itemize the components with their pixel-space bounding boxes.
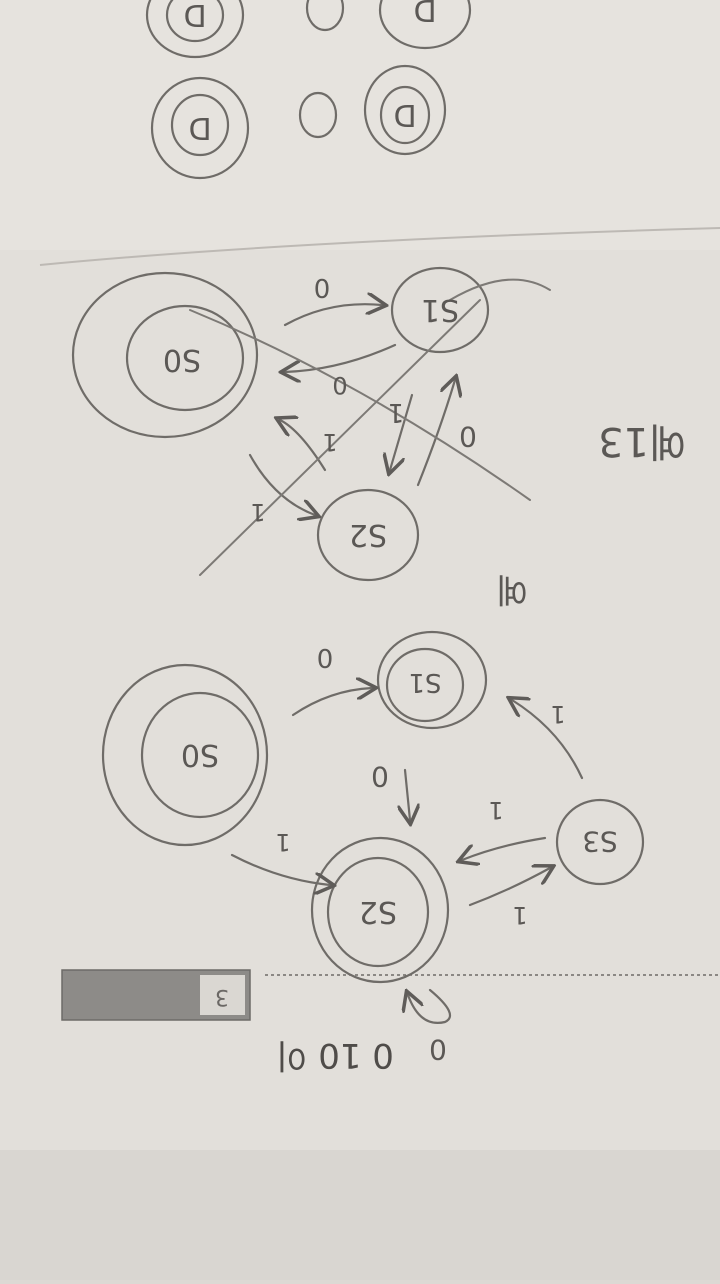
lower-diagram <box>101 630 645 1024</box>
state-s1-circle <box>390 266 490 354</box>
state-s1-circle <box>385 647 465 723</box>
upper-diagram <box>71 266 551 582</box>
state-s3-circle <box>555 798 645 886</box>
edge-s1-s2 <box>390 393 414 470</box>
edge-s0-s1 <box>291 688 372 717</box>
lower-edge-label-3: 1 <box>275 828 290 856</box>
edge-s3-s2 <box>462 836 547 860</box>
paper-edge <box>39 227 720 266</box>
lower-edge-label-5: 1 <box>512 901 527 929</box>
lower-s2-label: S2 <box>359 894 397 929</box>
edge-s0-s2 <box>230 853 330 885</box>
state-s0-circle <box>140 691 260 819</box>
doodle-letter-2: D <box>413 0 436 27</box>
edge-s2-s1 <box>416 380 455 487</box>
upper-s1-label: S1 <box>421 292 459 327</box>
upper-s0-label: S0 <box>163 342 201 377</box>
lower-s0-label: S0 <box>181 737 219 772</box>
upper-edge-label-3: 1 <box>388 397 405 427</box>
lower-edge-label-4: 1 <box>488 796 503 824</box>
upper-edge-label-1: 0 <box>314 272 331 302</box>
upper-edge-label-5: 1 <box>322 428 337 456</box>
lower-heading: 예 <box>496 569 527 609</box>
page-number: 3 <box>215 984 229 1009</box>
doodle-letter-4: D <box>393 97 416 132</box>
state-s2-circle <box>316 488 420 582</box>
lower-s1-label: S1 <box>408 667 441 697</box>
upper-edge-label-6: 1 <box>250 498 265 526</box>
doodle-letter-3: D <box>188 110 211 145</box>
state-s0-circle <box>125 304 245 412</box>
upper-s2-label: S2 <box>349 517 387 552</box>
edge-s2-s3 <box>468 868 550 907</box>
lower-s3-label: S3 <box>582 825 618 858</box>
upper-edge-label-2: 0 <box>332 371 347 399</box>
edge-s1-s0 <box>285 343 397 372</box>
lower-edge-label-1: 0 <box>317 642 334 672</box>
state-s0-outer-circle <box>71 271 259 439</box>
lower-edge-label-6: 1 <box>550 700 565 728</box>
top-doodles <box>145 0 472 180</box>
edge-s2-self-loop <box>408 990 452 1024</box>
upper-heading: 예13 <box>598 418 686 464</box>
edge-s0-s1 <box>283 304 382 327</box>
page-number-box: 3 <box>61 969 251 1021</box>
edge-s0-s2 <box>248 453 315 515</box>
edge-s1-s2 <box>405 768 410 820</box>
doodle-letter-1: D <box>183 0 206 32</box>
upper-edge-label-4: 0 <box>459 420 477 453</box>
state-s2-outer-circle <box>310 836 450 984</box>
lower-edge-label-2: 0 <box>371 760 389 793</box>
state-s2-circle <box>326 856 430 968</box>
bottom-handwriting: 0 10 이 <box>276 1035 394 1075</box>
edge-s3-s1 <box>512 700 584 780</box>
state-s0-outer-circle <box>101 663 269 847</box>
edge-s2-s0 <box>280 420 327 472</box>
lower-edge-label-7: 0 <box>429 1033 447 1066</box>
